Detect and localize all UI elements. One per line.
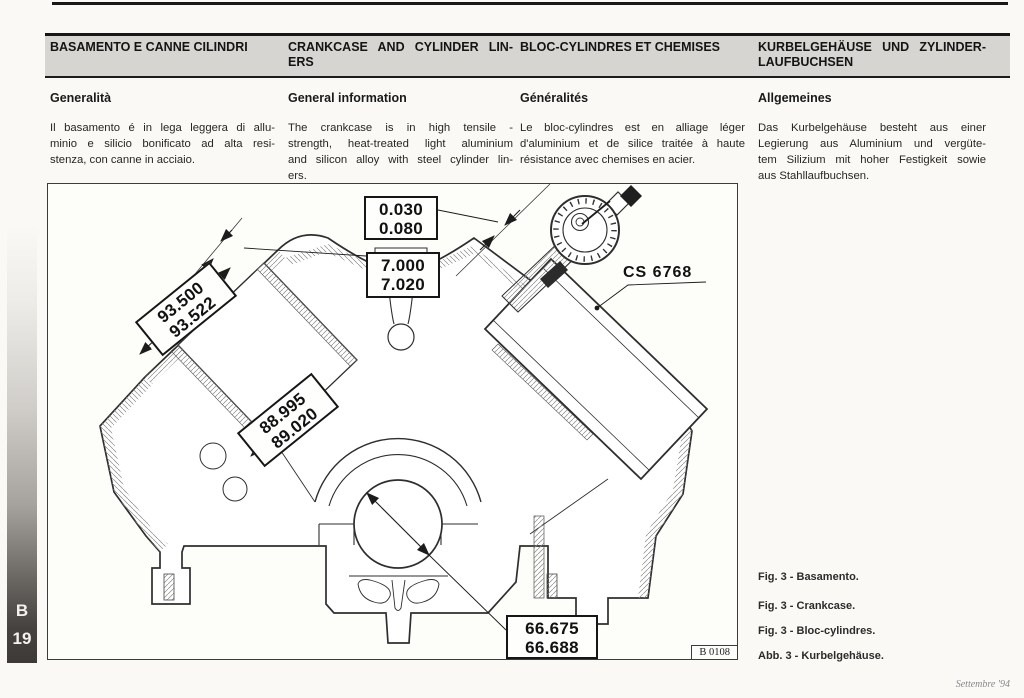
heading-english: CRANKCASE AND CYLINDER LIN- ERS xyxy=(288,40,513,69)
section-tab-page-number: 19 xyxy=(12,629,32,648)
dim-box-liner-protrusion: 0.030 0.080 xyxy=(364,196,438,240)
bearing-arch-outer xyxy=(314,437,482,503)
leader-flange xyxy=(243,247,367,257)
figure-caption-italian: Fig. 3 - Basamento. xyxy=(758,571,859,583)
bearing-arch-inner xyxy=(328,454,468,507)
left-liner-wall-upper xyxy=(256,262,358,367)
seal-housing-left-lobe xyxy=(357,579,391,604)
dim-box-main-bearing-bore: 66.675 66.688 xyxy=(506,615,598,659)
seal-housing-right-lobe xyxy=(406,579,440,604)
paragraph-italian: Il basamento é in lega leggera di allu- … xyxy=(50,122,275,166)
leader-tool-label xyxy=(596,281,707,309)
subheading-italian: Generalità xyxy=(50,91,112,105)
center-gallery-bore xyxy=(387,323,415,351)
engine-cross-section-drawing xyxy=(99,184,709,644)
dial-gauge-icon xyxy=(550,185,642,265)
paragraph-german: Das Kurbelgehäuse besteht aus einer Legi… xyxy=(758,122,986,182)
heading-french: BLOC-CYLINDRES ET CHEMISES xyxy=(520,40,721,54)
figure-crankcase-cutaway: 0.030 0.080 7.000 7.020 93.500 93.522 88… xyxy=(47,183,738,660)
dim-arrow-flange-upper xyxy=(220,228,234,242)
section-tab-letter: B xyxy=(15,601,29,620)
dim-arrow-protrusion-lower xyxy=(479,235,495,251)
leader-main-bearing xyxy=(428,554,507,631)
figure-caption-english: Fig. 3 - Crankcase. xyxy=(758,600,856,612)
gauge-clamp xyxy=(540,261,568,288)
heading-italian: BASAMENTO E CANNE CILINDRI xyxy=(50,40,248,54)
figure-caption-french: Fig. 3 - Bloc-cylindres. xyxy=(758,625,876,637)
dim-box-liner-flange: 7.000 7.020 xyxy=(366,252,440,298)
page-top-rule xyxy=(52,2,1008,5)
oil-passage-lower xyxy=(222,476,248,502)
left-wall-hatch xyxy=(100,377,168,552)
figure-caption-german: Abb. 3 - Kurbelgehäuse. xyxy=(758,650,884,662)
right-wall-hatch xyxy=(638,377,692,598)
subheading-german: Allgemeines xyxy=(758,91,832,105)
bore-gauge-tool-body xyxy=(483,257,709,481)
right-dowel xyxy=(546,573,558,599)
section-index-strip: B 19 xyxy=(7,225,37,663)
dim-arrow-protrusion-upper xyxy=(504,209,521,226)
subheading-french: Généralités xyxy=(520,91,589,105)
paragraph-french: Le bloc-cylindres est en alliage léger d… xyxy=(520,122,745,166)
heading-german: KURBELGEHÄUSE UND ZYLINDER- LAUFBUCHSEN xyxy=(758,40,986,69)
right-liner-wall-lower xyxy=(533,515,545,599)
oil-passage-upper xyxy=(199,442,227,470)
leader-protrusion xyxy=(437,209,499,223)
left-dowel xyxy=(163,573,175,601)
chapter-title-band xyxy=(45,33,1010,78)
tool-reference-label: CS 6768 xyxy=(623,264,693,281)
right-liner-wall-upper xyxy=(491,343,594,441)
bearing-saddle-ledges xyxy=(318,523,478,545)
paragraph-english: The crankcase is in high tensile - stren… xyxy=(288,122,513,182)
dim-arrow-main-bearing xyxy=(366,492,430,556)
figure-plate-code: B 0108 xyxy=(691,645,738,660)
print-date: Settembre '94 xyxy=(955,679,1010,690)
subheading-english: General information xyxy=(288,91,407,105)
